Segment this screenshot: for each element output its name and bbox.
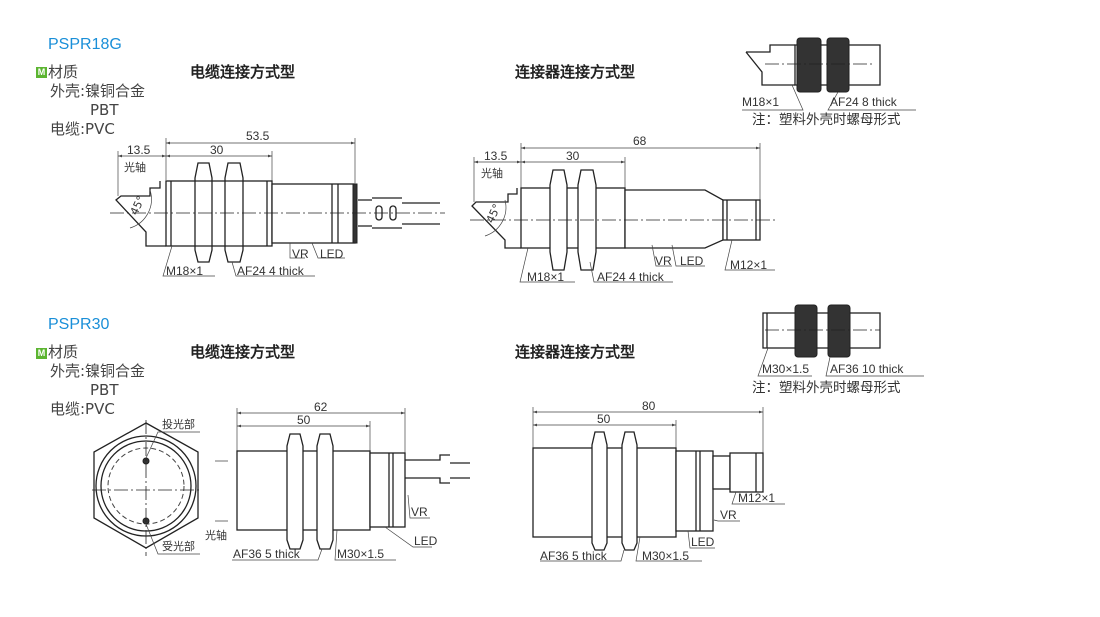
pspr30-front-view (92, 420, 228, 556)
dim-thread: 50 (597, 412, 611, 426)
dim-thread: 50 (297, 413, 311, 427)
nut-label: AF36 5 thick (540, 549, 607, 563)
inset-nut-label: AF36 10 thick (830, 362, 904, 376)
pspr18g-plastic-inset-drawing (742, 37, 916, 111)
connector-label: M12×1 (730, 258, 768, 272)
model-title: PSPR18G (48, 36, 122, 53)
connector-type-heading: 连接器连接方式型 (515, 63, 636, 81)
thread-label: M30×1.5 (337, 547, 385, 561)
vr-label: VR (292, 247, 309, 261)
led-label: LED (414, 534, 438, 548)
dim-overall: 68 (633, 134, 647, 148)
cable-type-heading: 电缆连接方式型 (190, 63, 296, 81)
material-shell: 外壳:镍铜合金 (50, 82, 146, 100)
inset-note: 注：塑料外壳时螺母形式 (752, 380, 901, 396)
dim-overall: 53.5 (246, 129, 270, 143)
inset-nut-label: AF24 8 thick (830, 95, 897, 109)
optical-axis-label: 光轴 (124, 161, 146, 174)
connector-type-heading: 连接器连接方式型 (515, 343, 636, 361)
pspr30-cable-drawing (232, 408, 470, 561)
vr-label: VR (411, 505, 428, 519)
material-title: 材质 (48, 343, 79, 361)
connector-label: M12×1 (738, 491, 776, 505)
pspr18g-cable-drawing (110, 138, 445, 277)
dim-overall: 62 (314, 400, 328, 414)
dim-overall: 80 (642, 399, 656, 413)
model-title: PSPR30 (48, 316, 110, 333)
material-title: 材质 (48, 63, 79, 81)
receiver-label: 受光部 (162, 540, 195, 553)
thread-label: M30×1.5 (642, 549, 690, 563)
led-label: LED (680, 254, 704, 268)
inset-thread-label: M30×1.5 (762, 362, 810, 376)
material-badge-icon: M (36, 67, 47, 78)
material-cable: 电缆:PVC (50, 400, 115, 418)
dim-offset: 13.5 (127, 143, 151, 157)
nut-label: AF36 5 thick (233, 547, 300, 561)
material-shell-alt: PBT (90, 101, 119, 119)
thread-label: M18×1 (166, 264, 204, 278)
led-label: LED (691, 535, 715, 549)
pspr18g-connector-drawing (470, 143, 775, 283)
nut-label: AF24 4 thick (597, 270, 664, 284)
inset-note: 注：塑料外壳时螺母形式 (752, 112, 901, 128)
dim-thread: 30 (210, 143, 224, 157)
material-cable: 电缆:PVC (50, 120, 115, 138)
cable-type-heading: 电缆连接方式型 (190, 343, 296, 361)
optical-axis-label: 光轴 (205, 529, 227, 542)
pspr30-connector-drawing (532, 407, 785, 562)
led-label: LED (320, 247, 344, 261)
pspr30-plastic-inset-drawing (757, 304, 924, 377)
inset-thread-label: M18×1 (742, 95, 780, 109)
vr-label: VR (720, 508, 737, 522)
thread-label: M18×1 (527, 270, 565, 284)
dim-offset: 13.5 (484, 149, 508, 163)
optical-axis-label: 光轴 (481, 167, 503, 180)
dim-thread: 30 (566, 149, 580, 163)
nut-label: AF24 4 thick (237, 264, 304, 278)
emitter-label: 投光部 (162, 418, 195, 431)
vr-label: VR (655, 254, 672, 268)
material-shell-alt: PBT (90, 381, 119, 399)
material-shell: 外壳:镍铜合金 (50, 362, 146, 380)
material-badge-icon: M (36, 348, 47, 359)
